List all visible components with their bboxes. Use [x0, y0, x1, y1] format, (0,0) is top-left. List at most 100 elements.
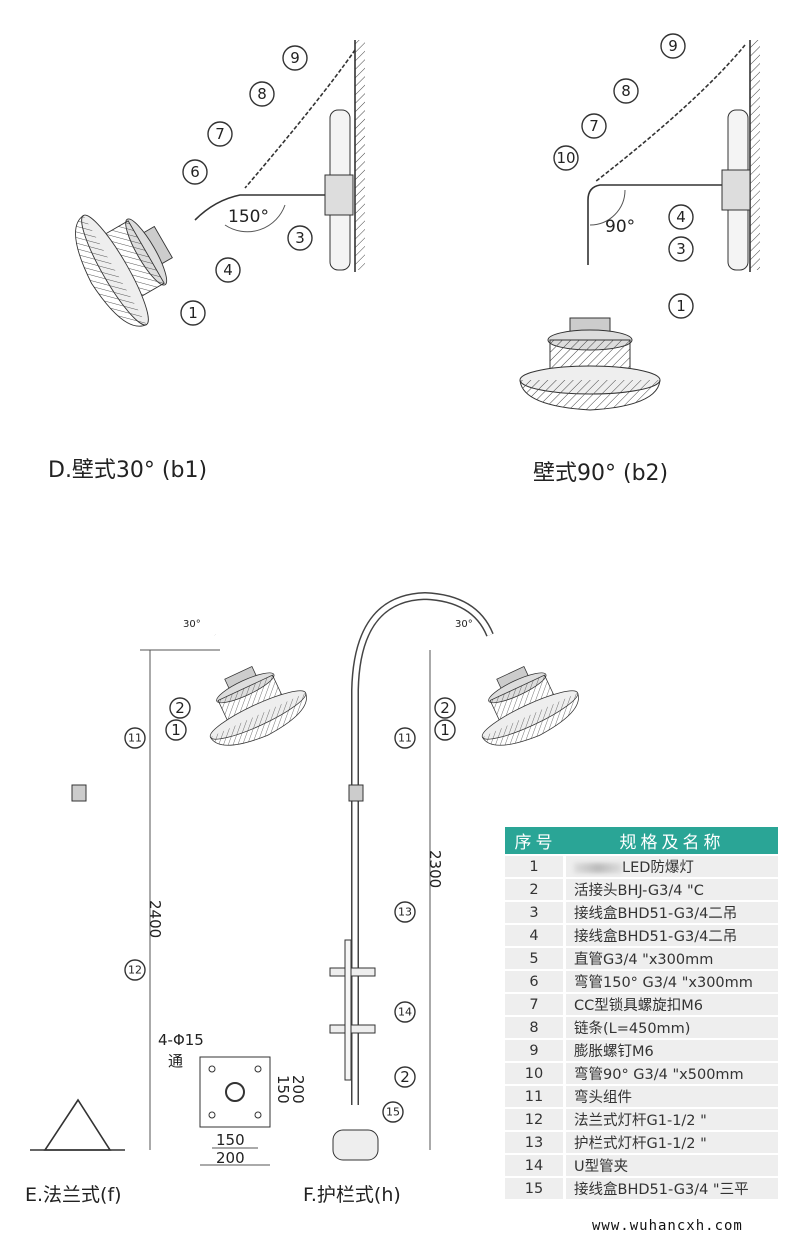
row-spec: 弯头组件: [566, 1086, 778, 1107]
row-index: 6: [505, 971, 566, 992]
svg-text:6: 6: [190, 163, 200, 181]
callout-1: 1: [165, 719, 187, 741]
caption-wall-30: D.壁式30° (b1): [48, 458, 208, 483]
height-dimension: 2400: [146, 900, 164, 938]
svg-text:14: 14: [398, 1006, 412, 1019]
svg-text:11: 11: [128, 732, 142, 745]
row-index: 5: [505, 948, 566, 969]
row-index: 9: [505, 1040, 566, 1061]
callout-1: 1: [668, 293, 694, 319]
row-spec: 活接头BHJ-G3/4 "C: [566, 879, 778, 900]
svg-text:7: 7: [589, 117, 599, 135]
svg-text:11: 11: [398, 732, 412, 745]
callout-4: 3: [668, 236, 694, 262]
callout-3: 3: [287, 225, 313, 251]
svg-text:1: 1: [188, 304, 198, 322]
callout-8: 8: [249, 81, 275, 107]
svg-text:12: 12: [128, 964, 142, 977]
callout-9: 9: [660, 33, 686, 59]
figure-flange: 2400 30° 4-Φ15 通 150 200 150 200: [30, 593, 316, 1167]
row-spec: 接线盒BHD51-G3/4二吊: [566, 902, 778, 923]
callout-14: 14: [394, 1001, 416, 1023]
row-spec: 护栏式灯杆G1-1/2 ": [566, 1132, 778, 1153]
row-index: 13: [505, 1132, 566, 1153]
header-index: 序号: [505, 827, 566, 854]
row-index: 4: [505, 925, 566, 946]
callout-11: 11: [394, 727, 416, 749]
svg-text:8: 8: [621, 82, 631, 100]
callout-13: 13: [394, 901, 416, 923]
flange-inner-width: 150: [216, 1131, 245, 1149]
row-index: 8: [505, 1017, 566, 1038]
figure-guardrail: 2300 30°: [329, 591, 588, 1161]
row-index: 12: [505, 1109, 566, 1130]
row-index: 11: [505, 1086, 566, 1107]
svg-text:7: 7: [215, 125, 225, 143]
row-spec: 膨胀螺钉M6: [566, 1040, 778, 1061]
callout-3: 4: [668, 204, 694, 230]
row-index: 1: [505, 856, 566, 877]
callout-10: 10: [553, 145, 579, 171]
row-spec: 弯管90° G3/4 "x500mm: [566, 1063, 778, 1084]
row-spec: CC型锁具螺旋扣M6: [566, 994, 778, 1015]
svg-text:1: 1: [676, 297, 686, 315]
svg-text:2: 2: [175, 699, 185, 717]
header-spec: 规格及名称: [566, 827, 778, 854]
figure-wall-90: 90°: [519, 40, 760, 411]
row-index: 7: [505, 994, 566, 1015]
row-spec: 法兰式灯杆G1-1/2 ": [566, 1109, 778, 1130]
svg-text:8: 8: [257, 85, 267, 103]
row-index: 3: [505, 902, 566, 923]
holes-label: 4-Φ15: [158, 1031, 204, 1049]
svg-text:9: 9: [668, 37, 678, 55]
row-spec: LED防爆灯: [566, 856, 778, 877]
svg-text:2: 2: [400, 1068, 410, 1086]
callout-11: 11: [124, 727, 146, 749]
row-index: 14: [505, 1155, 566, 1176]
svg-text:4: 4: [223, 261, 233, 279]
callout-1: 1: [434, 719, 456, 741]
callout-7: 7: [207, 121, 233, 147]
callout-7: 7: [581, 113, 607, 139]
angle-label: 90°: [605, 217, 635, 237]
angle-label: 30°: [183, 619, 201, 630]
svg-text:3: 3: [295, 229, 305, 247]
through-label: 通: [168, 1052, 183, 1070]
callout-2: 2: [169, 697, 191, 719]
row-index: 15: [505, 1178, 566, 1199]
callout-8: 8: [613, 78, 639, 104]
svg-text:1: 1: [440, 721, 450, 739]
height-dimension: 2300: [426, 850, 444, 888]
svg-text:9: 9: [290, 49, 300, 67]
flange-outer-height: 200: [289, 1075, 307, 1104]
row-spec: 直管G3/4 "x300mm: [566, 948, 778, 969]
angle-label: 150°: [228, 207, 269, 227]
row-spec: U型管夹: [566, 1155, 778, 1176]
callout-2: 2: [434, 697, 456, 719]
svg-text:2: 2: [440, 699, 450, 717]
row-spec: 接线盒BHD51-G3/4 "三平: [566, 1178, 778, 1199]
svg-text:4: 4: [676, 208, 686, 226]
figure-wall-30: 150°: [59, 40, 365, 339]
row-spec: 接线盒BHD51-G3/4二吊: [566, 925, 778, 946]
watermark: www.wuhancxh.com: [592, 1218, 743, 1234]
callout-2: 2: [394, 1066, 416, 1088]
callout-15: 15: [382, 1101, 404, 1123]
row-spec: 链条(L=450mm): [566, 1017, 778, 1038]
row-spec-text: LED防爆灯: [622, 860, 694, 876]
blurred-text: [574, 863, 622, 873]
callout-9: 9: [282, 45, 308, 71]
